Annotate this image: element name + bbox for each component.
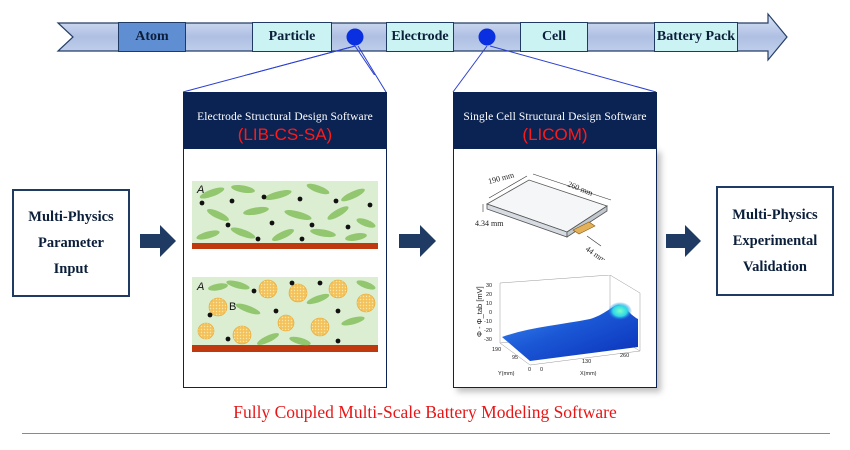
particle-electrode-dot	[346, 28, 364, 46]
z-tick-neg30: -30	[484, 337, 492, 343]
cell-software-name: (LICOM)	[522, 125, 588, 144]
z-tick-10: 10	[486, 301, 492, 307]
label-a-2: A	[196, 281, 204, 293]
electrode-microstructure-figure: A A B	[192, 181, 378, 352]
input-box: Multi-Physics Parameter Input	[12, 189, 130, 297]
label-b: B	[229, 301, 236, 313]
stage-cell: Cell	[520, 22, 588, 52]
z-tick-neg10: -10	[484, 319, 492, 325]
cell-panel-subtitle: Single Cell Structural Design Software	[463, 111, 647, 123]
label-a-1: A	[196, 184, 204, 196]
z-tick-neg20: -20	[484, 328, 492, 334]
expansion-lines	[182, 45, 657, 93]
z-tick-20: 20	[486, 292, 492, 298]
arrow-input-to-electrode	[140, 225, 176, 257]
microstructure-b: A B	[192, 277, 378, 352]
x-axis-label: X(mm)	[580, 371, 597, 377]
electrode-software-name: (LIB-CS-SA)	[237, 125, 333, 144]
cell-panel-header: Single Cell Structural Design Software (…	[453, 92, 657, 148]
z-tick-0: 0	[489, 310, 492, 316]
dim-4-34: 4.34 mm	[475, 219, 504, 228]
z-axis-label: Φ - Φ_tab [mV]	[475, 286, 484, 337]
output-box: Multi-Physics Experimental Validation	[716, 186, 834, 296]
stage-particle: Particle	[252, 22, 332, 52]
x-tick-0: 0	[540, 367, 543, 373]
arrow-electrode-to-cell	[399, 225, 436, 257]
footer-divider	[22, 433, 830, 434]
output-line-1: Multi-Physics	[732, 207, 818, 223]
x-tick-260: 260	[620, 353, 629, 359]
y-axis-label: Y(mm)	[498, 371, 515, 377]
electrode-cell-dot	[478, 28, 496, 46]
y-tick-95: 95	[512, 355, 518, 361]
stage-atom: Atom	[118, 22, 186, 52]
y-tick-190: 190	[492, 347, 501, 353]
electrode-panel-subtitle: Electrode Structural Design Software	[197, 111, 373, 123]
footer-title: Fully Coupled Multi-Scale Battery Modeli…	[233, 402, 617, 422]
arrow-cell-to-validation	[666, 225, 701, 257]
output-line-2: Experimental	[732, 233, 818, 249]
z-tick-30: 30	[486, 283, 492, 289]
y-tick-0: 0	[528, 367, 531, 373]
stage-battery-pack: Battery Pack	[654, 22, 738, 52]
input-line-2: Parameter	[37, 235, 104, 251]
output-line-3: Validation	[743, 259, 807, 275]
x-tick-130: 130	[582, 359, 591, 365]
potential-surface-plot: 30 20 10 0 -10 -20 -30 190 95 0 0 130 26…	[475, 275, 641, 377]
stage-electrode: Electrode	[386, 22, 454, 52]
input-line-3: Input	[53, 261, 89, 277]
input-line-1: Multi-Physics	[28, 209, 114, 225]
cell-geometry-figure: 190 mm 260 mm 4.34 mm 44 mm	[475, 170, 612, 260]
electrode-panel-header: Electrode Structural Design Software (LI…	[183, 92, 387, 148]
microstructure-a: A	[192, 181, 378, 249]
